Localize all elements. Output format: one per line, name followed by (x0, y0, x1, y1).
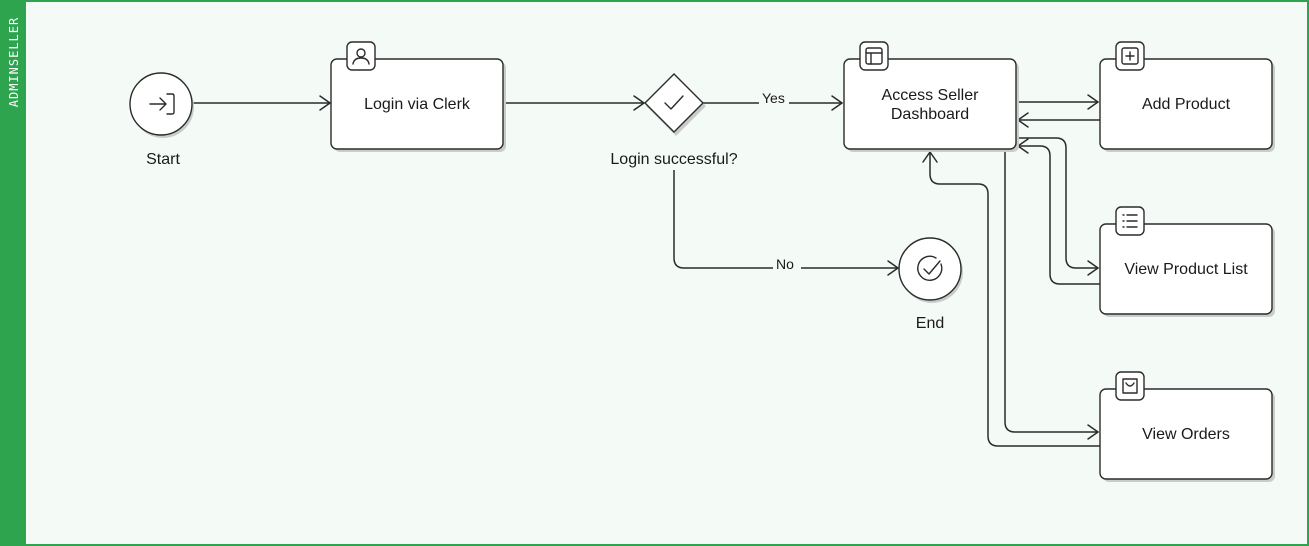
start-event[interactable]: Start (129, 72, 194, 168)
checkmark-icon (664, 95, 684, 110)
dashboard-label-line1: Access Seller (882, 87, 980, 104)
task-login[interactable]: Login via Clerk (330, 41, 506, 152)
login-arrow-icon (149, 93, 175, 115)
layout-icon (859, 41, 889, 71)
edge-add-product-to-dashboard (1016, 112, 1100, 128)
no-label: No (776, 256, 794, 272)
edge-orders-to-dashboard (922, 150, 1100, 447)
user-icon (346, 41, 376, 71)
orders-label: View Orders (1142, 426, 1230, 443)
end-event[interactable]: End (898, 237, 963, 332)
edge-login-to-decision (502, 95, 646, 111)
end-label: End (916, 315, 944, 332)
connectors: Yes No (192, 90, 1100, 447)
task-view-orders[interactable]: View Orders (1099, 371, 1275, 482)
gateway-login-successful[interactable]: Login successful? (610, 73, 738, 168)
shopping-bag-icon (1115, 371, 1145, 401)
check-circle-icon (917, 255, 943, 281)
edge-decision-yes: Yes (703, 90, 844, 111)
task-add-product[interactable]: Add Product (1099, 41, 1275, 152)
decision-label: Login successful? (610, 151, 737, 168)
task-access-dashboard[interactable]: Access Seller Dashboard (843, 41, 1019, 152)
edge-product-list-to-dashboard (1016, 138, 1100, 285)
edge-dashboard-to-product-list (1018, 137, 1100, 276)
plus-square-icon (1115, 41, 1145, 71)
task-view-product-list[interactable]: View Product List (1099, 206, 1275, 317)
product-list-label: View Product List (1124, 261, 1248, 278)
login-label: Login via Clerk (364, 96, 471, 113)
yes-label: Yes (762, 90, 785, 106)
swimlane-header: ADMINSELLER (2, 2, 26, 544)
start-label: Start (146, 151, 180, 168)
add-product-label: Add Product (1142, 96, 1231, 113)
dashboard-label-line2: Dashboard (891, 106, 969, 123)
edge-decision-no: No (673, 170, 900, 276)
edge-start-to-login (192, 95, 332, 111)
edge-dashboard-to-orders (1004, 150, 1100, 440)
edge-dashboard-to-add-product (1016, 94, 1100, 110)
list-icon (1115, 206, 1145, 236)
